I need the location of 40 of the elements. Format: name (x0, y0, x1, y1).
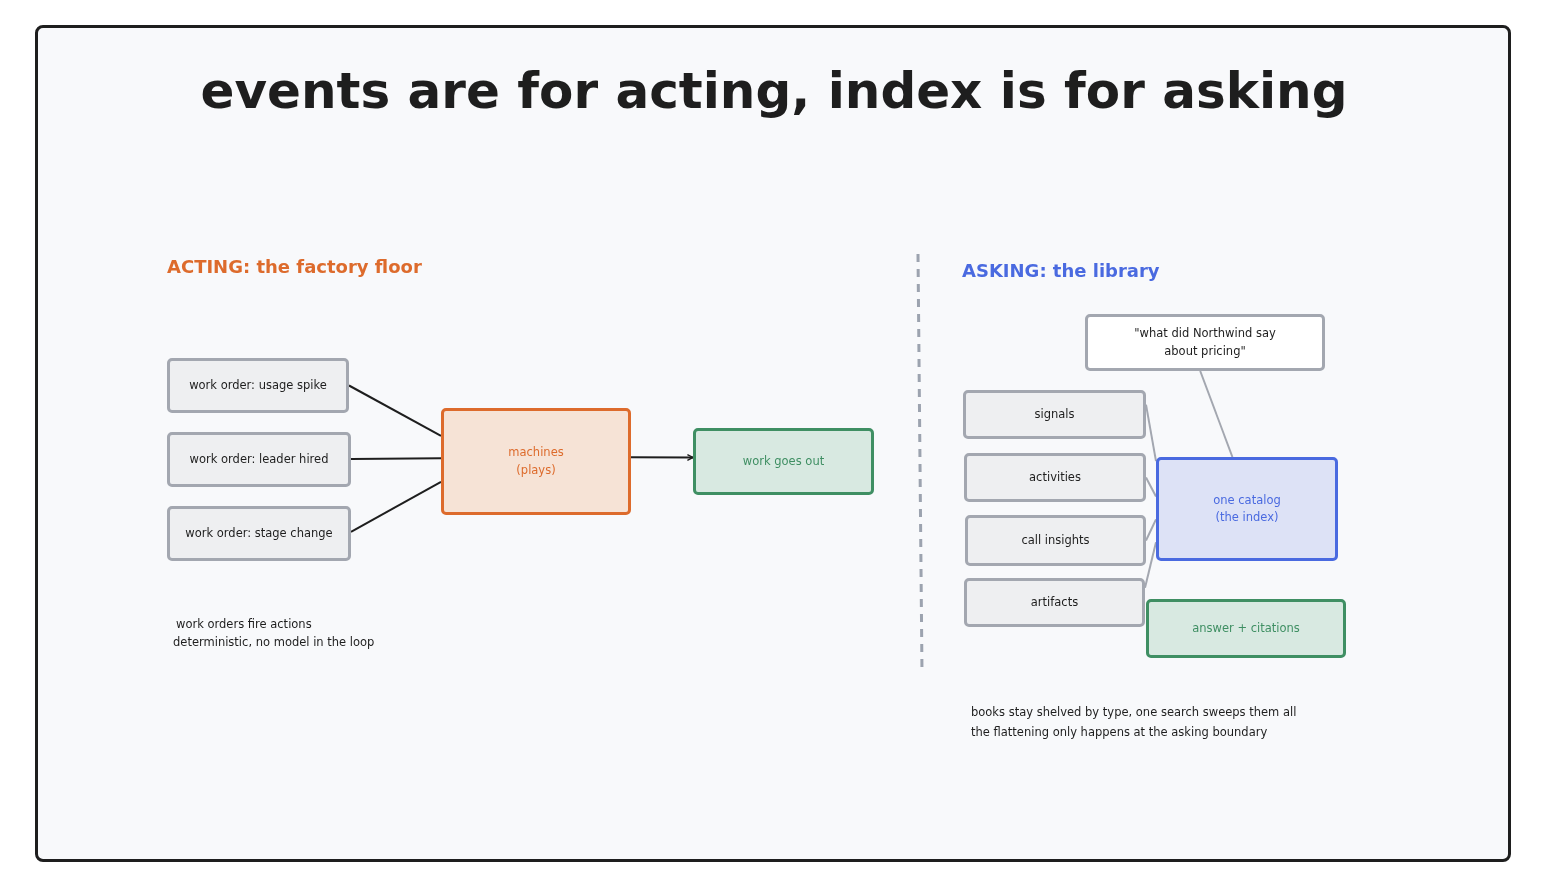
event-box (167, 432, 351, 487)
box-label: artifacts (1030, 593, 1079, 611)
source-box (964, 453, 1146, 502)
connector-line (348, 384, 442, 437)
note-text: deterministic, no model in the loop (173, 635, 375, 649)
process-box (441, 408, 631, 515)
box-label: one catalog (the index) (1212, 491, 1282, 526)
connector-line (1145, 518, 1157, 542)
box-label: work order: leader hired (189, 450, 329, 468)
output-box (693, 428, 874, 495)
box-label: work order: stage change (185, 524, 333, 542)
box-label: activities (1029, 468, 1081, 486)
box-label: "what did Northwind say about pricing" (1133, 325, 1277, 360)
box-label: call insights (1021, 531, 1090, 549)
note-text: the flattening only happens at the asking boundary (971, 725, 1268, 739)
box-label: answer + citations (1192, 619, 1300, 637)
event-box (167, 358, 349, 413)
source-box (964, 578, 1145, 627)
box-label: work order: usage spike (189, 376, 327, 394)
connector-line (1199, 370, 1234, 458)
connector-line (350, 480, 442, 533)
connector-line (1144, 541, 1157, 589)
source-box (965, 515, 1146, 566)
event-box (167, 506, 351, 561)
section-heading: ACTING: the factory floor (167, 256, 422, 277)
note-text: books stay shelved by type, one search sweeps them all (971, 705, 1297, 719)
source-box (963, 390, 1146, 439)
title: events are for acting, index is for asking (199, 62, 1349, 120)
connector-line (1145, 476, 1157, 498)
index-box (1156, 457, 1338, 561)
box-label: machines (plays) (507, 444, 565, 479)
query-box (1085, 314, 1325, 371)
box-label: work goes out (742, 452, 825, 470)
connector-line (1145, 403, 1157, 463)
connector-line (350, 457, 442, 460)
output-box (1146, 599, 1346, 658)
note-text: work orders fire actions (176, 617, 312, 631)
section-heading: ASKING: the library (962, 260, 1160, 281)
box-label: signals (1034, 405, 1075, 423)
arrow (630, 453, 694, 461)
